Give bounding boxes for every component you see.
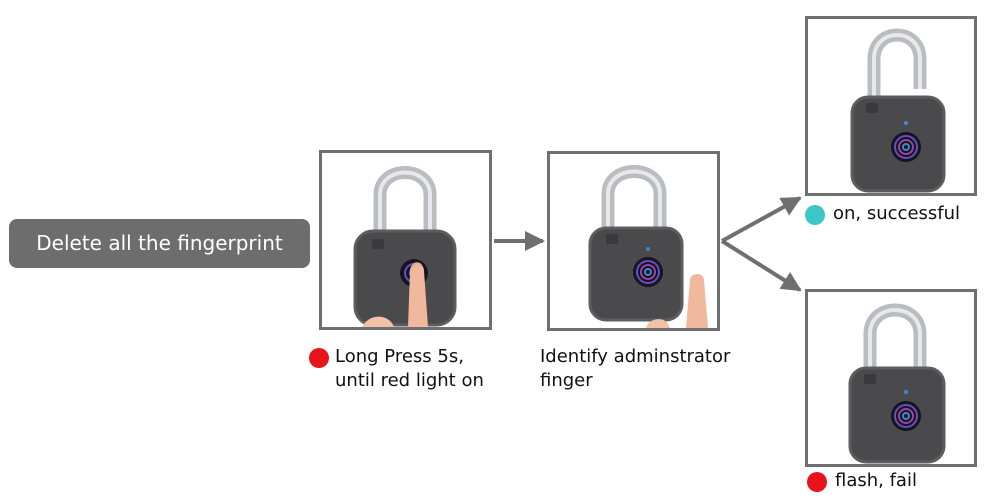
cyan-light-indicator-icon: [805, 205, 825, 225]
step1-caption-line1: Long Press 5s,: [335, 346, 464, 367]
finger-icon: [646, 274, 708, 328]
success-caption: on, successful: [833, 203, 961, 224]
fail-caption: flash, fail: [835, 470, 917, 491]
red-light-indicator-icon: [309, 348, 329, 368]
red-flash-indicator-icon: [807, 472, 827, 492]
step2-caption: Identify adminstrator finger: [540, 345, 730, 393]
arrow-to-fail: [720, 239, 802, 292]
step1-caption: Long Press 5s, until red light on: [335, 345, 484, 393]
step1-image-frame: [319, 150, 492, 330]
step2-caption-line1: Identify adminstrator: [540, 346, 731, 367]
padlock-icon: [848, 303, 946, 464]
arrow-to-success: [721, 196, 802, 243]
success-image-frame: [805, 16, 977, 196]
fingerprint-sensor-icon: [891, 121, 921, 162]
fingerprint-sensor-icon: [633, 247, 663, 287]
fingerprint-sensor-icon: [891, 390, 921, 431]
finger-icon: [362, 262, 428, 327]
fail-image-frame: [805, 289, 977, 467]
padlock-icon: [353, 166, 457, 327]
step1-caption-line2: until red light on: [335, 370, 484, 391]
padlock-icon: [588, 165, 684, 322]
padlock-icon: [850, 28, 946, 193]
step2-caption-line2: finger: [540, 370, 593, 391]
step2-image-frame: [547, 151, 720, 331]
title-label: Delete all the fingerprint: [9, 219, 310, 268]
